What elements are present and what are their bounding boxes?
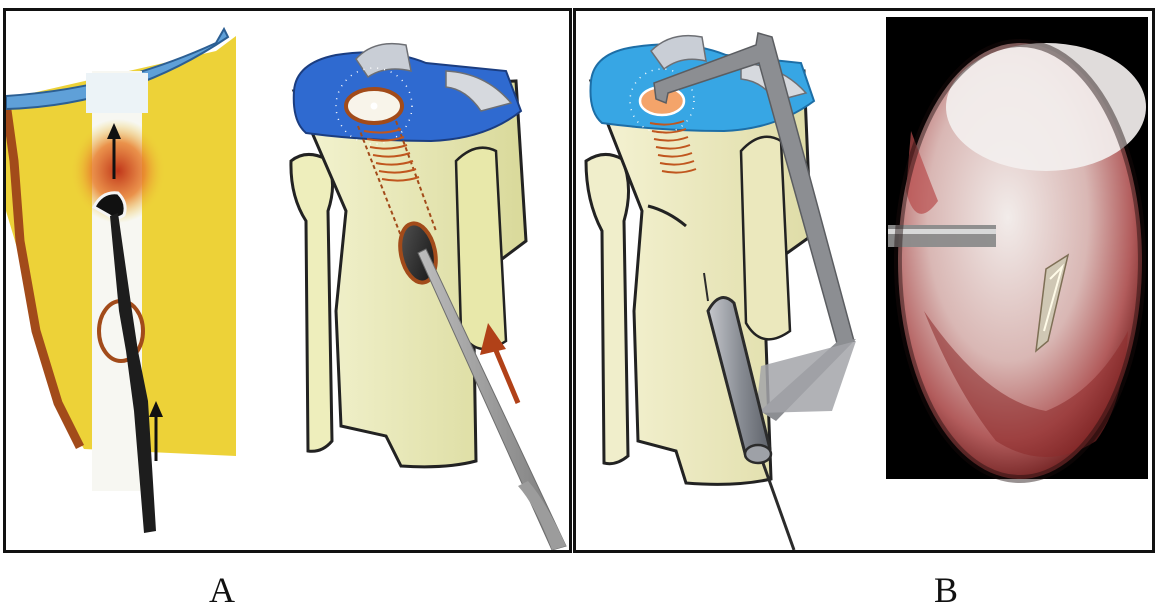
panel-label-a: A — [209, 572, 235, 608]
channel-top-light — [86, 73, 148, 113]
panel-label-b: B — [934, 572, 958, 608]
lesion-center — [371, 103, 378, 110]
panel-a-illustration — [6, 11, 569, 550]
probe-highlight — [888, 229, 996, 234]
probe-instrument — [888, 225, 996, 247]
trocar-pin — [763, 463, 794, 550]
tibial-tuberosity — [456, 148, 506, 349]
fibula — [291, 154, 333, 451]
guide-frame-shadow — [756, 341, 856, 413]
arthroscopy-photo — [886, 17, 1148, 479]
guide-wire-taper — [518, 481, 566, 550]
tibial-tuberosity — [741, 137, 790, 340]
panel-a — [3, 8, 572, 553]
trocar-collar — [745, 445, 771, 463]
panel-b-illustration — [576, 11, 1152, 550]
panel-b — [573, 8, 1155, 553]
fibula — [586, 154, 629, 463]
